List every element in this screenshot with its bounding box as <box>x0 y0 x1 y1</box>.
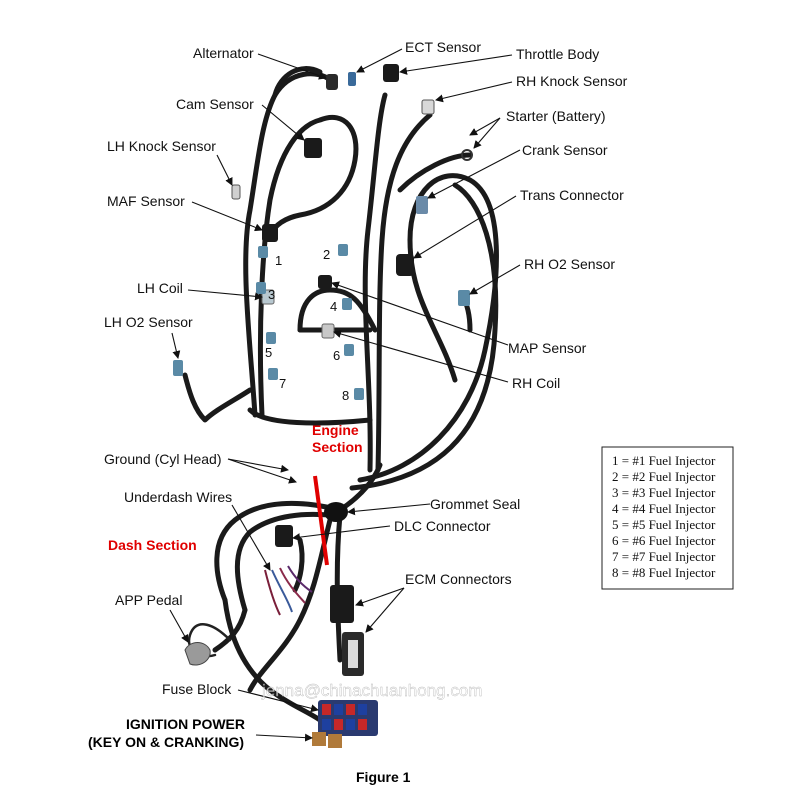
label-rh-o2-sensor: RH O2 Sensor <box>524 256 615 272</box>
legend-item: 1 = #1 Fuel Injector <box>612 453 716 468</box>
watermark: jenna@chinachuanhong.com <box>261 681 482 700</box>
connectors <box>173 64 473 748</box>
label-lh-o2-sensor: LH O2 Sensor <box>104 314 193 330</box>
dash-section-label: Dash Section <box>108 537 197 553</box>
ect-sensor-connector <box>348 72 356 86</box>
label-lh-knock-sensor: LH Knock Sensor <box>107 138 216 154</box>
figure-caption: Figure 1 <box>356 769 411 785</box>
rh-knock-connector <box>421 99 435 115</box>
injector-2-connector <box>338 244 348 256</box>
label-dlc-connector: DLC Connector <box>394 518 491 534</box>
legend-item: 8 = #8 Fuel Injector <box>612 565 716 580</box>
label-underdash-wires: Underdash Wires <box>124 489 232 505</box>
ecm-connector-a <box>330 585 354 623</box>
label-alternator: Alternator <box>193 45 254 61</box>
injector-1-connector <box>258 246 268 258</box>
injector-number-7: 7 <box>279 376 286 391</box>
crank-sensor-connector <box>416 196 428 214</box>
label-ecm-connectors: ECM Connectors <box>405 571 512 587</box>
legend-item: 2 = #2 Fuel Injector <box>612 469 716 484</box>
injector-3-connector <box>256 282 266 294</box>
engine-section-label-line1: Engine <box>312 422 359 438</box>
injector-number-8: 8 <box>342 388 349 403</box>
injector-number-2: 2 <box>323 247 330 262</box>
throttle-body-connector <box>383 64 399 82</box>
label-rh-knock-sensor: RH Knock Sensor <box>516 73 628 89</box>
leader-lines <box>169 48 521 742</box>
ecm-connector-b-face <box>348 640 358 668</box>
label-maf-sensor: MAF Sensor <box>107 193 185 209</box>
section-labels: Engine Section Dash Section <box>108 422 363 553</box>
starter-ring-terminal <box>461 149 473 161</box>
label-crank-sensor: Crank Sensor <box>522 142 608 158</box>
label-fuse-block: Fuse Block <box>162 681 232 697</box>
legend-box <box>601 446 734 590</box>
label-throttle-body: Throttle Body <box>516 46 599 62</box>
trans-connector <box>396 254 414 276</box>
injector-5-connector <box>266 332 276 344</box>
injector-8-connector <box>354 388 364 400</box>
legend-item: 4 = #4 Fuel Injector <box>612 501 716 516</box>
maf-sensor-connector <box>262 224 278 242</box>
label-cam-sensor: Cam Sensor <box>176 96 254 112</box>
legend-item: 5 = #5 Fuel Injector <box>612 517 716 532</box>
alternator-connector <box>326 74 338 90</box>
underdash-wire-bundle <box>264 565 313 616</box>
label-ignition-power: IGNITION POWER <box>126 716 245 732</box>
callout-labels: Alternator ECT Sensor Throttle Body RH K… <box>88 39 628 750</box>
injector-number-1: 1 <box>275 253 282 268</box>
grommet-seal <box>324 502 348 522</box>
label-rh-coil: RH Coil <box>512 375 560 391</box>
legend-item: 3 = #3 Fuel Injector <box>612 485 716 500</box>
label-starter-battery: Starter (Battery) <box>506 108 606 124</box>
label-ect-sensor: ECT Sensor <box>405 39 481 55</box>
label-lh-coil: LH Coil <box>137 280 183 296</box>
label-map-sensor: MAP Sensor <box>508 340 587 356</box>
injector-number-5: 5 <box>265 345 272 360</box>
map-sensor-connector <box>318 275 332 289</box>
label-app-pedal: APP Pedal <box>115 592 182 608</box>
lh-knock-connector <box>231 184 241 200</box>
fuse-block <box>312 700 378 748</box>
section-divider-line <box>313 475 329 566</box>
label-trans-connector: Trans Connector <box>520 187 624 203</box>
lh-o2-connector <box>173 360 183 376</box>
injector-number-3: 3 <box>268 287 275 302</box>
engine-section-label-line2: Section <box>312 439 363 455</box>
injector-4-connector <box>342 298 352 310</box>
app-pedal-connector <box>184 642 211 666</box>
label-key-on-cranking: (KEY ON & CRANKING) <box>88 734 244 750</box>
injector-6-connector <box>344 344 354 356</box>
injector-number-4: 4 <box>330 299 337 314</box>
injector-numbers: 1 2 3 4 5 6 7 8 <box>265 247 349 403</box>
label-grommet-seal: Grommet Seal <box>430 496 520 512</box>
cam-sensor-connector <box>304 138 322 158</box>
label-ground-cyl-head: Ground (Cyl Head) <box>104 451 222 467</box>
dlc-connector <box>275 525 293 547</box>
rh-coil-connector <box>321 323 335 339</box>
legend-item: 6 = #6 Fuel Injector <box>612 533 716 548</box>
legend-item: 7 = #7 Fuel Injector <box>612 549 716 564</box>
injector-7-connector <box>268 368 278 380</box>
injector-number-6: 6 <box>333 348 340 363</box>
rh-o2-connector <box>458 290 470 306</box>
injector-legend: 1 = #1 Fuel Injector 2 = #2 Fuel Injecto… <box>601 446 734 590</box>
